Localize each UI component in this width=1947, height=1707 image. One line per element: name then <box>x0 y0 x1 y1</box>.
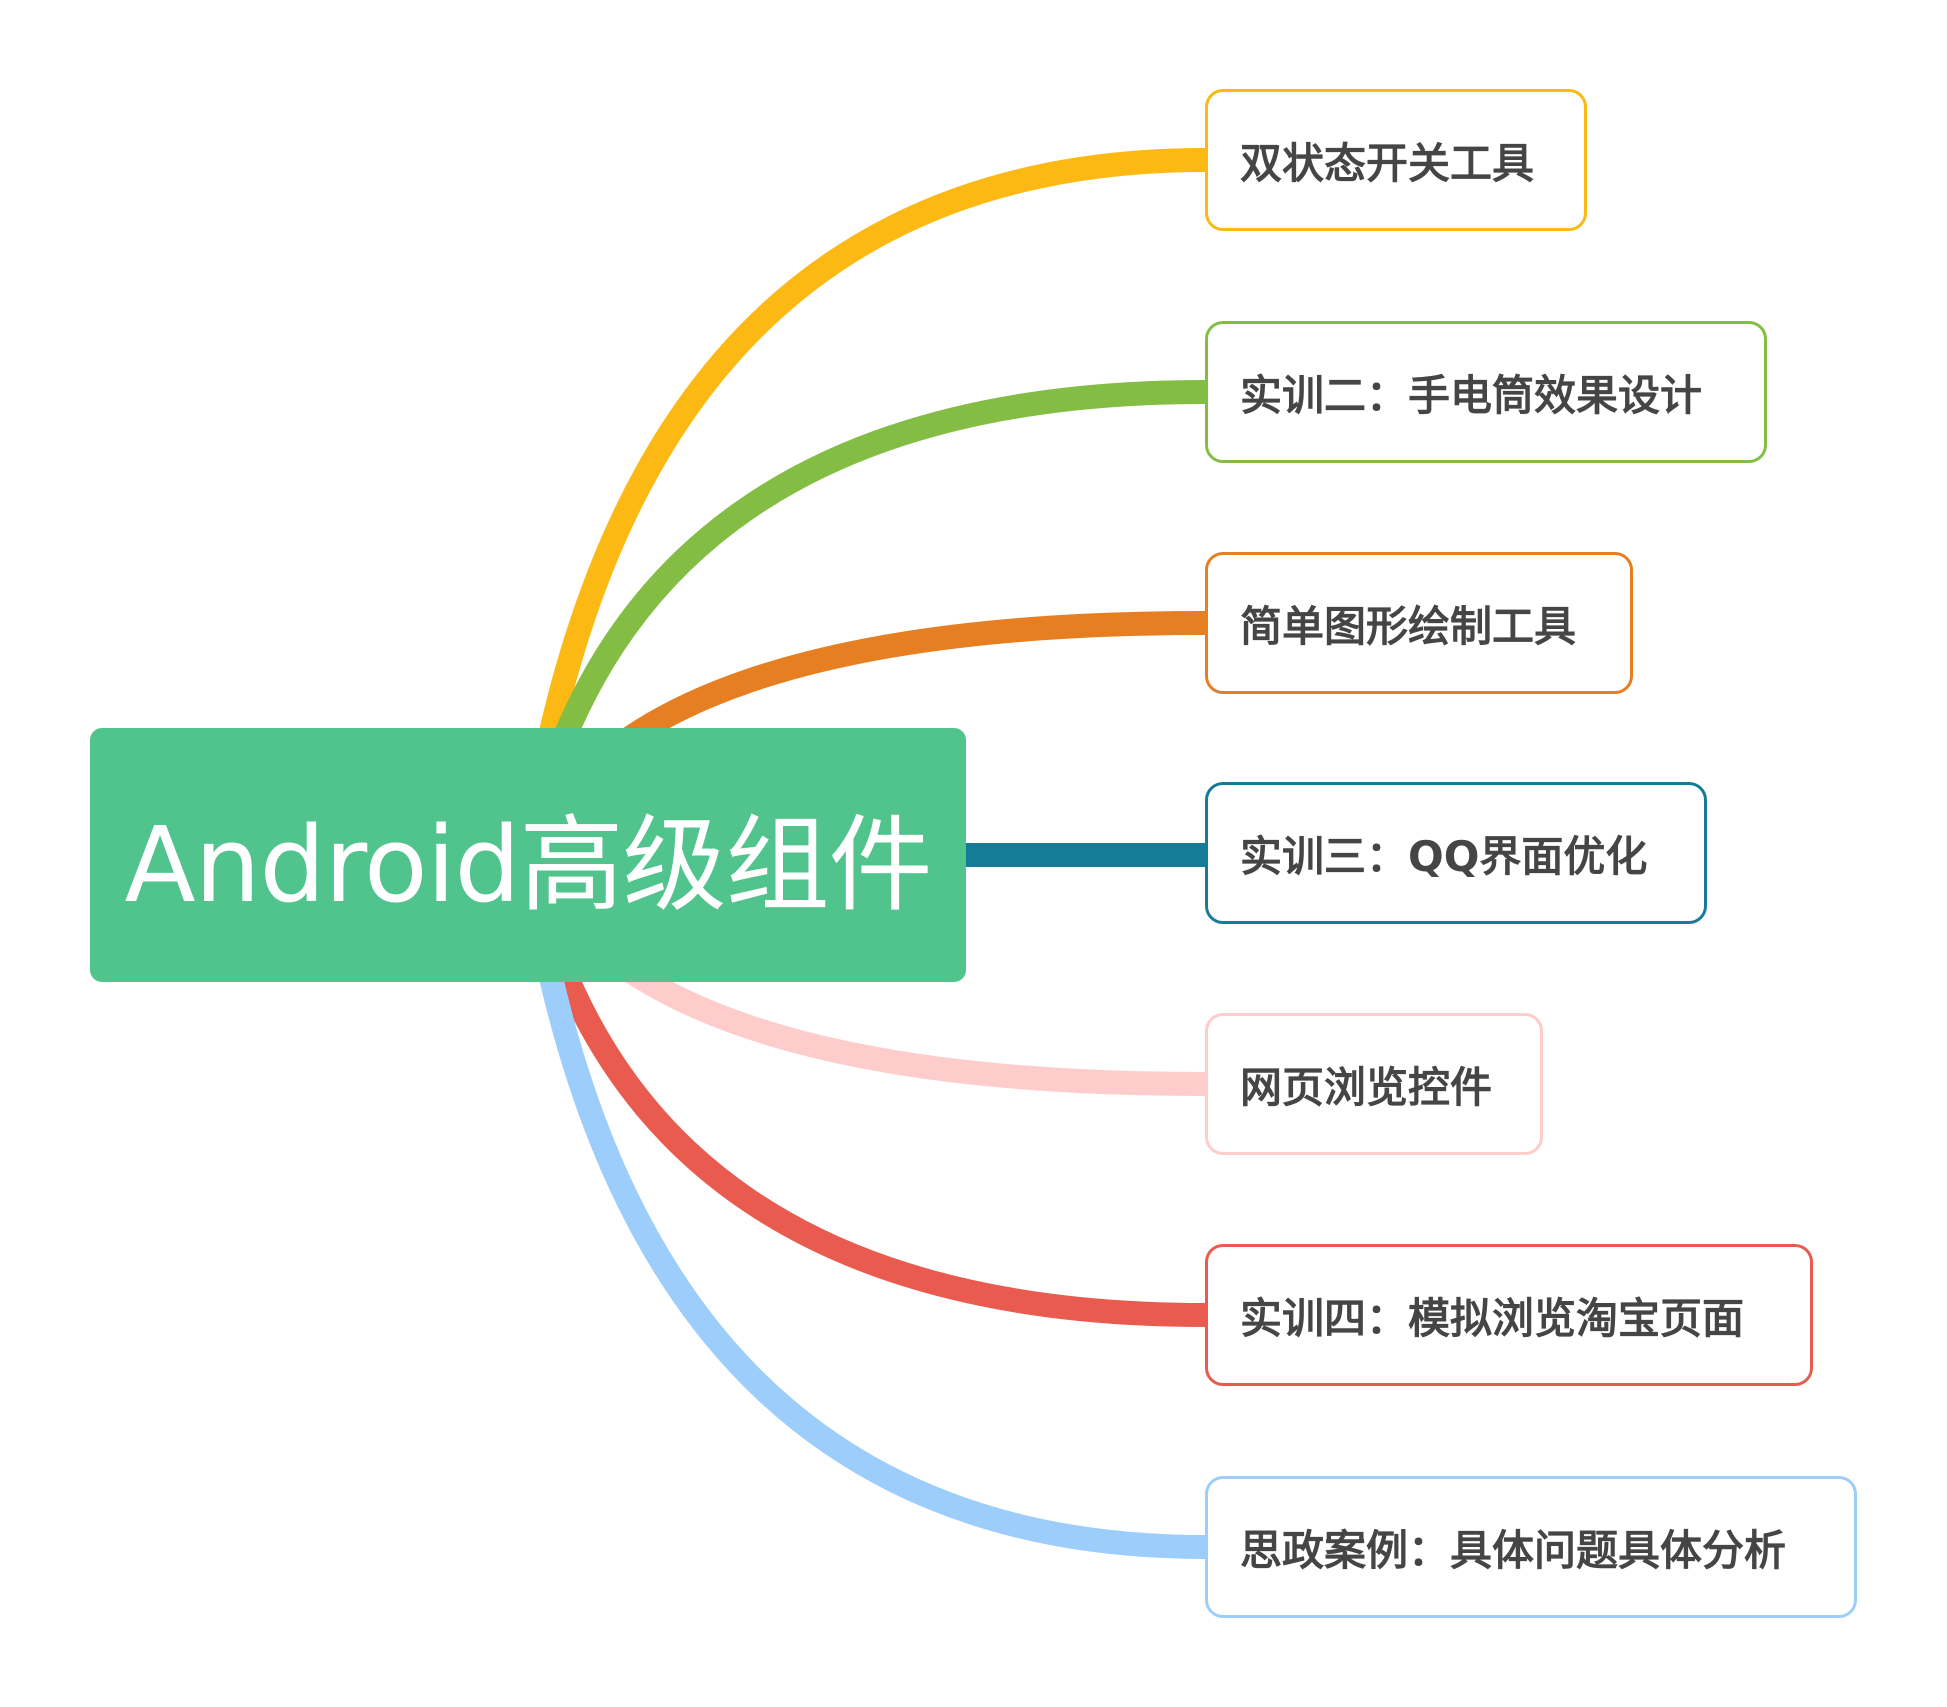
root-topic[interactable]: Android高级组件 <box>90 728 966 982</box>
root-topic-label: Android高级组件 <box>124 803 932 926</box>
branch-topic-6[interactable]: 实训四：模拟浏览淘宝页面 <box>1205 1244 1813 1386</box>
branch-topic-1[interactable]: 双状态开关工具 <box>1205 89 1587 231</box>
branch-topic-label: 简单图形绘制工具 <box>1240 601 1577 651</box>
branch-topic-4[interactable]: 实训三：QQ界面优化 <box>1205 782 1707 924</box>
branch-topic-label: 思政案例：具体问题具体分析 <box>1240 1525 1787 1575</box>
connector-branch-7 <box>516 853 1206 1559</box>
connector-branch-1 <box>516 148 1206 857</box>
branch-topic-2[interactable]: 实训二：手电筒效果设计 <box>1205 321 1767 463</box>
branch-topic-label: 双状态开关工具 <box>1240 138 1535 188</box>
branch-topic-label: 实训四：模拟浏览淘宝页面 <box>1240 1293 1745 1343</box>
branch-topic-label: 实训二：手电筒效果设计 <box>1240 370 1703 420</box>
branch-topic-label: 实训三：QQ界面优化 <box>1240 831 1648 881</box>
branch-topic-label: 网页浏览控件 <box>1240 1062 1493 1112</box>
branch-topic-7[interactable]: 思政案例：具体问题具体分析 <box>1205 1476 1857 1618</box>
branch-topic-3[interactable]: 简单图形绘制工具 <box>1205 552 1633 694</box>
branch-topic-5[interactable]: 网页浏览控件 <box>1205 1013 1543 1155</box>
